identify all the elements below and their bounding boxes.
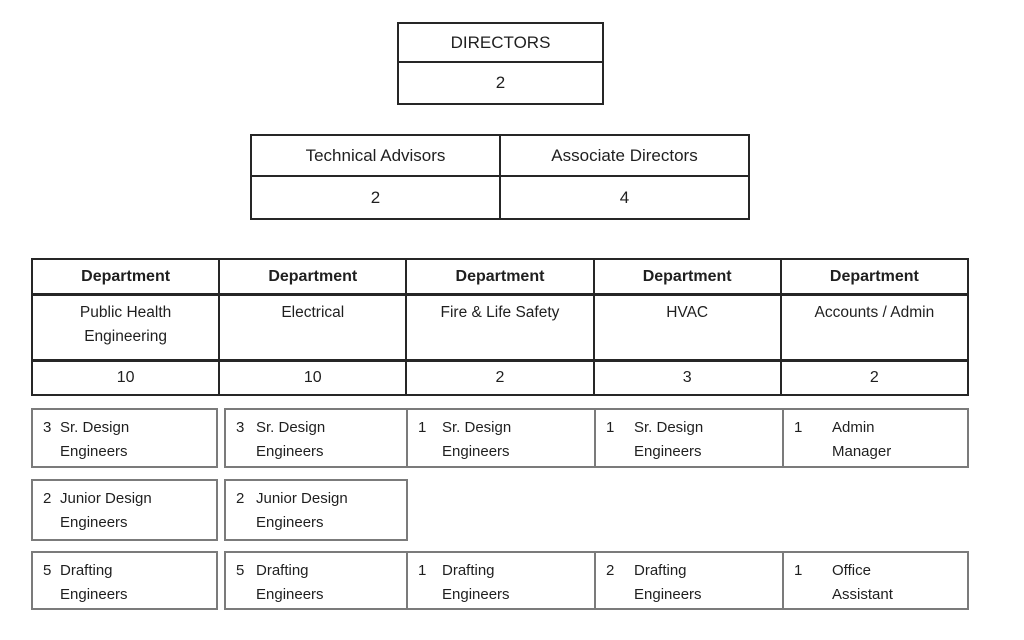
technical-advisors-label: Technical Advisors [250, 134, 501, 177]
department-count: 2 [779, 359, 970, 396]
associate-directors-count: 4 [499, 175, 750, 220]
staff-box-drafting-col3: 1 Drafting Engineers [406, 551, 596, 610]
staff-box-drafting-col1: 5 Drafting Engineers [31, 551, 218, 610]
staff-role: Admin Manager [832, 419, 892, 460]
staff-count: 1 [418, 419, 427, 436]
staff-count: 1 [418, 562, 427, 579]
directors-title: DIRECTORS [397, 22, 604, 63]
staff-box-sr-design-col4: 1 Sr. Design Engineers [594, 408, 784, 468]
directors-box: DIRECTORS 2 [397, 22, 604, 105]
staff-count: 1 [606, 419, 615, 436]
staff-count: 3 [236, 419, 245, 436]
department-header-cell: Department [405, 258, 595, 296]
staff-role: Sr. Design Engineers [442, 419, 512, 460]
department-count: 2 [405, 359, 595, 396]
staff-box-office-assistant: 1 Office Assistant [782, 551, 969, 610]
staff-box-sr-design-col2: 3 Sr. Design Engineers [224, 408, 408, 468]
department-header-cell: Department [779, 258, 970, 296]
department-header-cell: Department [218, 258, 408, 296]
staff-box-drafting-col4: 2 Drafting Engineers [594, 551, 784, 610]
staff-role: Sr. Design Engineers [60, 419, 130, 460]
department-name-hvac: HVAC [592, 293, 782, 362]
staff-count: 3 [43, 419, 52, 436]
staff-role: Office Assistant [832, 562, 893, 603]
staff-count: 1 [794, 562, 803, 579]
staff-count: 1 [794, 419, 803, 436]
staff-role: Junior Design Engineers [60, 490, 152, 531]
department-count: 10 [30, 359, 221, 396]
department-header-cell: Department [30, 258, 221, 296]
technical-advisors-count: 2 [250, 175, 501, 220]
staff-role: Drafting Engineers [256, 562, 324, 603]
staff-role: Junior Design Engineers [256, 490, 348, 531]
department-table: Department Department Department Departm… [30, 258, 970, 396]
department-count: 3 [592, 359, 782, 396]
department-name-electrical: Electrical [218, 293, 408, 362]
staff-box-drafting-col2: 5 Drafting Engineers [224, 551, 408, 610]
department-name-row: Public Health Engineering Electrical Fir… [30, 293, 970, 362]
staff-count: 2 [606, 562, 615, 579]
department-header-row: Department Department Department Departm… [30, 258, 970, 296]
staff-role: Sr. Design Engineers [256, 419, 326, 460]
department-name-public-health: Public Health Engineering [30, 293, 221, 362]
associate-directors-label: Associate Directors [499, 134, 750, 177]
department-count-row: 10 10 2 3 2 [30, 359, 970, 396]
staff-count: 5 [236, 562, 245, 579]
staff-count: 2 [43, 490, 52, 507]
staff-role: Sr. Design Engineers [634, 419, 704, 460]
staff-box-admin-manager: 1 Admin Manager [782, 408, 969, 468]
staff-box-sr-design-col1: 3 Sr. Design Engineers [31, 408, 218, 468]
advisors-table: Technical Advisors Associate Directors 2… [250, 134, 750, 220]
department-count: 10 [218, 359, 408, 396]
department-name-fire-life-safety: Fire & Life Safety [405, 293, 595, 362]
staff-box-junior-design-col1: 2 Junior Design Engineers [31, 479, 218, 541]
staff-count: 5 [43, 562, 52, 579]
staff-role: Drafting Engineers [634, 562, 702, 603]
department-name-accounts-admin: Accounts / Admin [779, 293, 970, 362]
staff-role: Drafting Engineers [60, 562, 128, 603]
staff-count: 2 [236, 490, 245, 507]
staff-box-junior-design-col2: 2 Junior Design Engineers [224, 479, 408, 541]
staff-role: Drafting Engineers [442, 562, 510, 603]
staff-box-sr-design-col3: 1 Sr. Design Engineers [406, 408, 596, 468]
directors-count: 2 [397, 61, 604, 105]
department-header-cell: Department [592, 258, 782, 296]
